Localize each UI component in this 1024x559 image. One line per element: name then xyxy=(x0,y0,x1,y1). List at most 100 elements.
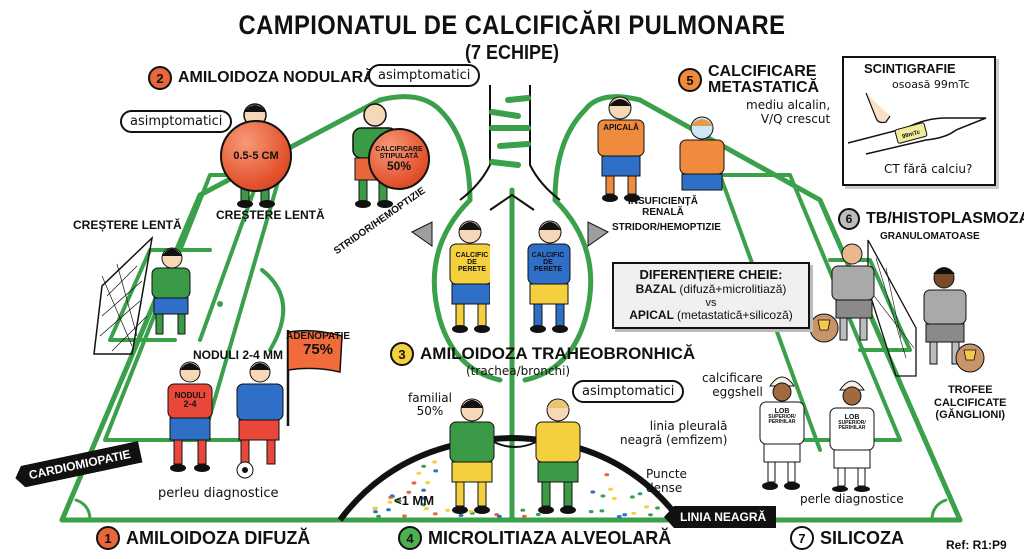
team-1-header: 1 AMILOIDOZA DIFUZĂ xyxy=(96,526,310,550)
ball-size-label: 0.5-5 CM xyxy=(233,150,279,162)
trachea-icon xyxy=(459,85,561,211)
label-granulomatous: GRANULOMATOASE xyxy=(880,231,980,242)
silicosis-jersey-right: LOB SUPERIOR/ PERIHILAR xyxy=(832,414,872,431)
microlith-dot xyxy=(608,487,613,491)
trophy-text-1: TROFEE xyxy=(947,384,993,396)
team-1-number-badge: 1 xyxy=(96,526,120,550)
player-megaphone-blue xyxy=(527,220,609,333)
team-3-name: AMILOIDOZA TRAHEOBRONHICĂ xyxy=(420,344,696,363)
pleural-text-2: neagră (emfizem) xyxy=(620,432,728,447)
players-granulomatous xyxy=(809,239,985,377)
microlith-dot xyxy=(445,508,451,512)
dense-text-2: dense xyxy=(646,480,683,495)
label-size-small: <1 MM xyxy=(394,493,435,508)
microlith-dot xyxy=(402,514,407,518)
jersey-text-2: DE xyxy=(467,259,477,266)
microlith-dot xyxy=(600,494,606,498)
thought-cloud-asimptomatici-2: asimptomatici xyxy=(368,64,481,87)
black-pleural-line xyxy=(337,434,683,522)
microlith-dot xyxy=(535,512,541,517)
team-6-number-badge: 6 xyxy=(838,208,860,230)
microlith-dot xyxy=(422,496,427,500)
team-1-name: AMILOIDOZA DIFUZĂ xyxy=(126,527,311,548)
team-2-number-badge: 2 xyxy=(148,66,172,90)
key-apical: APICAL xyxy=(629,308,674,323)
trachea-rings xyxy=(489,95,531,168)
microlith-dots xyxy=(372,460,660,519)
jersey-text-1: NODULI xyxy=(174,391,206,400)
player-blue-jersey xyxy=(236,361,284,479)
ribbon-black-line: LINIA NEAGRĂ xyxy=(664,506,777,528)
team-7-name: SILICOZA xyxy=(820,527,904,548)
ball-text-3: 50% xyxy=(386,159,412,173)
alkaline-text-1: mediu alcalin, xyxy=(746,98,831,112)
microlith-dot xyxy=(468,509,474,513)
team-5-name-line1: CALCIFICARE xyxy=(708,63,817,80)
caption-pearls-team1: perleu diagnostice xyxy=(158,486,279,501)
alkaline-text-2: V/Q crescut xyxy=(760,112,831,127)
team-5-name-line2: METASTATICĂ xyxy=(708,79,820,96)
left-side-line xyxy=(198,173,282,452)
microlith-dot xyxy=(433,469,439,473)
key-apical-detail: (metastatică+silicoză) xyxy=(677,308,793,323)
microlith-dot xyxy=(376,514,381,518)
corner-arc-right xyxy=(930,498,948,522)
pitch-top-right-curve xyxy=(552,94,643,203)
label-alkaline: mediu alcalin, V/Q crescut xyxy=(746,98,830,127)
team-6-name: TB/HISTOPLASMOZA xyxy=(866,210,1024,227)
eggshell-text-2: eggshell xyxy=(712,384,763,399)
jersey-text-1: LOB xyxy=(844,414,860,421)
microlith-dot xyxy=(522,514,527,518)
left-penalty-spot xyxy=(217,301,223,307)
adenopathy-flag xyxy=(286,329,343,426)
microlith-dot xyxy=(406,490,412,494)
key-basal-detail: (difuză+microlitiază) xyxy=(679,281,787,296)
trophy-text-2: CALCIFICATE xyxy=(934,396,1007,409)
reference-label: Ref: R1:P9 xyxy=(946,538,1007,552)
jersey-text-1: LOB xyxy=(774,408,790,415)
label-slow-growth-left: CREȘTERE LENTĂ xyxy=(73,218,182,232)
microlith-dot xyxy=(425,481,431,485)
scintigraphy-callout: SCINTIGRAFIE osoasă 99mTc 99mTc CT fără … xyxy=(842,56,996,186)
jersey-text-2: SUPERIOR/ xyxy=(768,414,796,420)
center-arc-left xyxy=(431,197,503,383)
microlith-dot xyxy=(590,490,596,494)
left-goal-and-keeper xyxy=(93,236,191,355)
silicosis-jersey-left: LOB SUPERIOR/ PERIHILAR xyxy=(762,408,802,425)
team-2-header: 2 AMILOIDOZA NODULARĂ xyxy=(148,66,375,90)
team-6-header: 6 TB/HISTOPLASMOZA xyxy=(838,208,1024,230)
pleural-text-1: linia pleurală xyxy=(649,419,728,433)
team-3-number-badge: 3 xyxy=(390,342,414,366)
jersey-text-1: CALCIFIC xyxy=(455,252,489,259)
microlith-dot xyxy=(432,512,438,516)
flag-text: ADENOPATIE 75% xyxy=(286,332,350,358)
red-jersey-text: NODULI 2-4 xyxy=(170,392,210,409)
microlith-dot xyxy=(389,494,395,498)
microlith-dot xyxy=(612,496,617,501)
microlith-dot xyxy=(396,499,402,503)
corner-arc-left xyxy=(74,498,92,522)
jersey-text-3: PERIHILAR xyxy=(768,419,796,425)
team-7-header: 7 SILICOZA xyxy=(790,526,904,550)
jersey-text-1: CALCIFIC xyxy=(531,252,565,259)
microlith-dot xyxy=(373,510,378,514)
label-familial: familial 50% xyxy=(408,391,452,419)
microlith-dot xyxy=(648,513,653,517)
left-goal-box xyxy=(108,248,212,342)
team-3-header: 3 AMILOIDOZA TRAHEOBRONHICĂ xyxy=(390,342,695,366)
familial-percent: 50% xyxy=(416,404,444,419)
microlith-dot xyxy=(630,495,635,499)
renal-text-2: RENALĂ xyxy=(642,207,684,218)
microlith-dot xyxy=(616,515,622,519)
player-megaphone-yellow xyxy=(411,220,490,333)
ball-text-2: STIPULATĂ xyxy=(379,153,419,160)
microlith-dot xyxy=(372,506,378,510)
thought-cloud-asimptomatici-1: asimptomatici xyxy=(120,110,233,133)
players-handshake xyxy=(449,398,581,514)
team-5-header: 5 CALCIFICARE METASTATICĂ xyxy=(678,64,819,96)
caption-pearls-team7: perle diagnostice xyxy=(800,492,904,506)
jersey-text-2: SUPERIOR/ xyxy=(838,420,866,426)
flag-text-1: ADENOPATIE xyxy=(285,331,351,342)
left-arc xyxy=(260,268,286,352)
page-title: CAMPIONATUL DE CALCIFICĂRI PULMONARE xyxy=(238,10,786,40)
